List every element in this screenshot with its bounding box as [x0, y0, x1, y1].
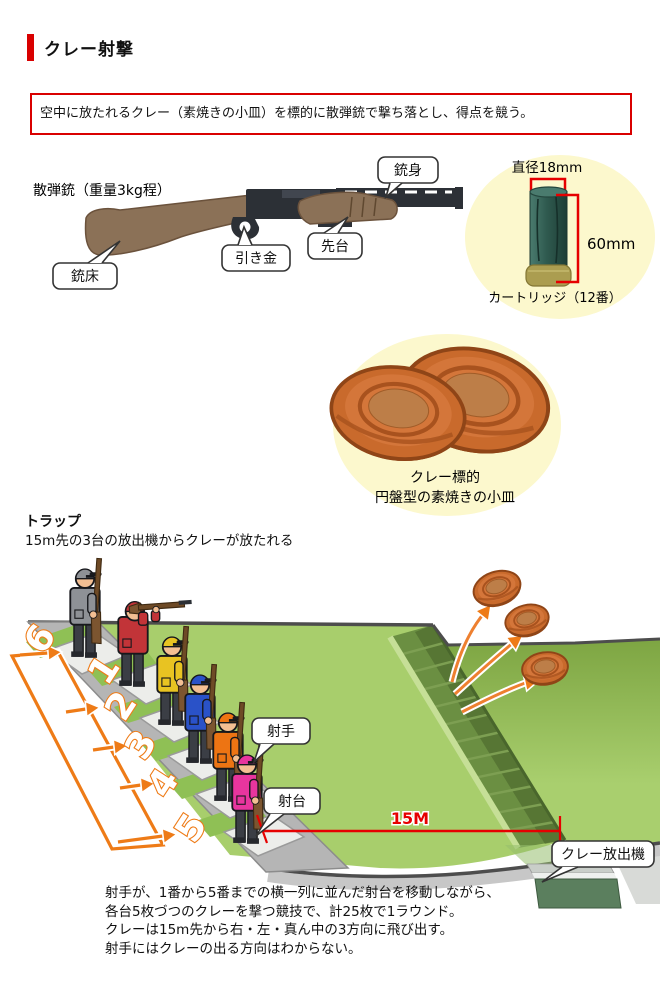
cartridge-diameter-label: 直径18mm	[512, 160, 582, 176]
flying-clay-1	[472, 569, 522, 608]
shotgun-caption: 散弾銃（重量3kg程）	[33, 183, 171, 199]
intro-text: 空中に放たれるクレー（素焼きの小皿）を標的に散弾銃で撃ち落とし、得点を競う。	[40, 106, 534, 121]
label-bubble-shooter: 射手	[251, 717, 311, 765]
cartridge-caption: カートリッジ（12番）	[488, 291, 622, 306]
label-bubble-platform: 射台	[255, 787, 321, 837]
trap-subheading: 15m先の3台の放出機からクレーが放たれる	[25, 533, 294, 549]
label-bubble-trigger: 引き金	[221, 224, 291, 272]
shooter-figure-2	[117, 599, 192, 687]
diameter-bracket	[529, 177, 567, 191]
rules-line-3: クレーは15m先から右・左・真ん中の3方向に飛び出す。	[105, 922, 454, 938]
clay-target-front	[329, 365, 467, 462]
distance-measure: 15M	[255, 808, 562, 849]
shooter-figure-5	[212, 701, 246, 802]
trap-heading: トラップ	[25, 514, 81, 530]
distance-label: 15M	[391, 809, 429, 828]
label-bubble-platform-text: 射台	[278, 794, 306, 810]
clay-caption-2: 円盤型の素焼きの小皿	[375, 490, 515, 506]
route-arrowhead-5	[161, 827, 179, 846]
route-arrowhead-3	[112, 738, 130, 757]
clay-target-figure: クレー標的 円盤型の素焼きの小皿	[329, 334, 561, 516]
label-bubble-barrel-text: 銃身	[394, 163, 422, 179]
gun-forend-serrations	[349, 196, 377, 218]
label-bubble-stock-text: 銃床	[71, 269, 99, 285]
cartridge-graphic: 直径18mm 60mm カートリッジ（12番）	[488, 160, 635, 306]
shotgun-graphic	[84, 187, 463, 256]
shooter-figure-3	[156, 625, 190, 726]
shooter-figure-6	[231, 743, 265, 844]
title-accent-bar	[27, 34, 34, 61]
label-bubble-shooter-text: 射手	[267, 724, 295, 740]
label-bubble-launcher-text: クレー放出機	[561, 847, 645, 863]
route-arrowhead-1	[46, 644, 64, 663]
label-bubble-barrel: 銃身	[377, 156, 439, 200]
flying-clay-2	[504, 603, 550, 638]
rules-line-2: 各台5枚づつのクレーを撃つ競技で、計25枚で1ラウンド。	[105, 903, 463, 920]
clay-flight-arrows	[448, 609, 530, 716]
rules-line-1: 射手が、1番から5番までの横一列に並んだ射台を移動しながら、	[105, 885, 500, 901]
route-arrowhead-2	[84, 700, 102, 719]
gun-muzzle	[455, 187, 463, 209]
gun-stock	[84, 194, 260, 256]
shooter-figures	[69, 557, 265, 844]
cartridge-length-label: 60mm	[587, 235, 635, 253]
label-bubble-trigger-text: 引き金	[235, 251, 277, 267]
shooter-figure-4	[184, 663, 218, 764]
route-arrowhead-4	[139, 776, 157, 795]
intro-box: 空中に放たれるクレー（素焼きの小皿）を標的に散弾銃で撃ち落とし、得点を競う。	[30, 93, 632, 135]
label-bubble-forend-text: 先台	[321, 239, 349, 255]
label-bubble-launcher: クレー放出機	[541, 840, 655, 883]
page-header: クレー射撃	[27, 34, 134, 61]
flying-clay-3	[521, 651, 569, 686]
clay-targets	[329, 346, 551, 462]
cartridge-streaks	[536, 196, 559, 264]
distant-field	[433, 625, 660, 852]
label-bubble-stock: 銃床	[52, 240, 121, 290]
trench-highlight	[387, 635, 521, 850]
gun-forend	[297, 191, 398, 225]
trench-steps	[400, 641, 555, 832]
page-title: クレー射撃	[44, 40, 134, 60]
gun-receiver-top	[282, 190, 320, 198]
shotgun-figure: 散弾銃（重量3kg程） 直径18mm 60mm カートリッジ（12番） 銃身先台…	[33, 155, 655, 319]
cartridge-body	[529, 191, 568, 271]
flying-clays	[472, 569, 569, 686]
clay-arrowhead-left	[473, 602, 493, 623]
clay-caption-1: クレー標的	[410, 470, 480, 486]
rules-paragraph: 射手が、1番から5番までの横一列に並んだ射台を移動しながら、 各台5枚づつのクレ…	[105, 884, 585, 958]
rules-line-4: 射手にはクレーの出る方向はわからない。	[105, 940, 362, 957]
shooter-figure-1	[69, 557, 103, 658]
length-bracket	[556, 193, 580, 284]
clay-arrowhead-center	[504, 634, 525, 653]
route-arrows	[19, 644, 179, 846]
label-bubble-forend: 先台	[307, 216, 363, 260]
